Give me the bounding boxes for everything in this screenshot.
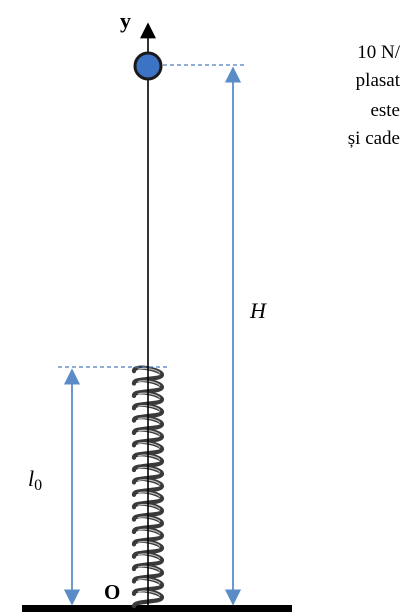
spring-coil-highlight [137, 578, 161, 585]
side-text-line-3: este [370, 100, 400, 121]
side-text-line-1: 10 N/ [357, 42, 400, 63]
spring-coil-highlight [137, 516, 161, 523]
rest-length-symbol: l [28, 466, 35, 491]
spring-coil-highlight [137, 479, 161, 486]
spring [131, 365, 165, 609]
spring-coil-highlight [137, 466, 161, 473]
spring-coil-highlight [137, 392, 161, 399]
ground [22, 605, 292, 612]
rest-length-subscript: 0 [34, 477, 43, 495]
spring-coil-highlight [137, 491, 161, 498]
spring-coil-highlight [137, 404, 161, 412]
origin-label: O [104, 580, 121, 604]
spring-coil [131, 588, 165, 609]
spring-coil-highlight [137, 429, 161, 436]
spring-coil-highlight [137, 442, 161, 449]
spring-coil-highlight [137, 380, 161, 387]
side-text-line-2: plasat [355, 70, 400, 91]
spring-coil-highlight [137, 540, 161, 548]
height-label: H [250, 298, 266, 323]
spring-coil-highlight [137, 590, 161, 597]
rest-length-label: l0 [28, 466, 42, 495]
spring-coil-highlight [137, 553, 161, 560]
y-axis-label: y [120, 8, 131, 33]
spring-coil-highlight [137, 367, 161, 374]
spring-coil-highlight [137, 565, 161, 572]
side-text-line-4: și cade [347, 128, 400, 149]
ball [133, 51, 163, 81]
spring-coil-highlight [137, 528, 161, 535]
spring-coil-highlight [137, 454, 161, 461]
spring-coil-highlight [137, 503, 161, 510]
spring-coil-highlight [137, 417, 161, 424]
